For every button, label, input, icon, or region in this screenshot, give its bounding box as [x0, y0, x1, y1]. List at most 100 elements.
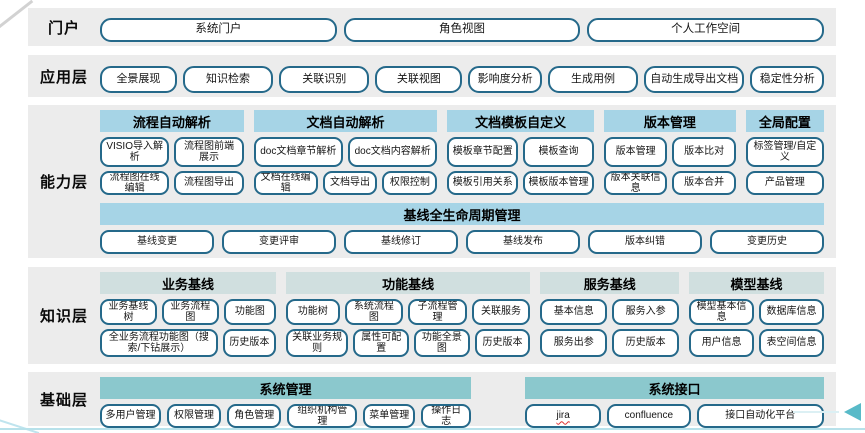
node-baseline-release[interactable]: 基线发布 [466, 230, 580, 254]
node-basic-info[interactable]: 基本信息 [540, 299, 608, 325]
node-business-flowchart[interactable]: 业务流程图 [161, 299, 219, 325]
node-relation-view[interactable]: 关联视图 [375, 66, 463, 93]
node-version-merge[interactable]: 版本合并 [672, 171, 736, 195]
node-version-relation-info[interactable]: 版本关联信息 [603, 171, 668, 195]
node-menu-mgmt[interactable]: 菜单管理 [363, 404, 416, 428]
node-row: 版本管理 版本比对 [603, 137, 736, 167]
node-subprocess-mgmt[interactable]: 子流程管理 [408, 299, 467, 325]
node-generate-usecase[interactable]: 生成用例 [547, 66, 639, 93]
node-version-mgmt[interactable]: 版本管理 [603, 137, 668, 167]
node-visio-import[interactable]: VISIO导入解析 [100, 137, 170, 167]
node-role-view[interactable]: 角色视图 [343, 18, 581, 42]
node-flowchart-export[interactable]: 流程图导出 [174, 171, 244, 195]
node-stability-analysis[interactable]: 稳定性分析 [750, 66, 824, 93]
node-row: 多用户管理 权限管理 角色管理 组织机构管理 菜单管理 操作日志 [100, 404, 472, 428]
node-template-reference[interactable]: 模板引用关系 [447, 171, 519, 195]
layer-label-capability: 能力层 [39, 174, 88, 191]
group-process-parsing: 流程自动解析 VISIO导入解析 流程图前端展示 流程图在线编辑 流程图导出 [100, 110, 244, 195]
node-relation-identify[interactable]: 关联识别 [279, 66, 370, 93]
group-header-function-baseline: 功能基线 [285, 272, 531, 294]
node-template-query[interactable]: 模板查询 [523, 137, 594, 167]
node-multiuser-mgmt[interactable]: 多用户管理 [100, 404, 161, 428]
node-version-correction[interactable]: 版本纠错 [588, 230, 702, 254]
node-operation-log[interactable]: 操作日志 [421, 404, 472, 428]
node-permission-mgmt[interactable]: 权限管理 [166, 404, 222, 428]
node-related-service[interactable]: 关联服务 [471, 299, 531, 325]
group-doc-parsing: 文档自动解析 doc文档章节解析 doc文档内容解析 文档在线编辑 文档导出 权… [253, 110, 438, 195]
node-panorama[interactable]: 全景展现 [100, 66, 177, 93]
node-tag-mgmt-custom[interactable]: 标签管理/自定义 [745, 137, 825, 167]
node-history-version[interactable]: 历史版本 [612, 329, 680, 357]
group-function-baseline: 功能基线 功能树 系统流程图 子流程管理 关联服务 关联业务规则 属性可配置 功… [285, 272, 531, 357]
layer-capability: 能力层 流程自动解析 VISIO导入解析 流程图前端展示 流程图在线编辑 流程图… [28, 105, 836, 258]
node-impact-analysis[interactable]: 影响度分析 [468, 66, 542, 93]
node-function-panorama[interactable]: 功能全景图 [414, 329, 470, 357]
group-version-mgmt: 版本管理 版本管理 版本比对 版本关联信息 版本合并 [603, 110, 736, 195]
node-row: 标签管理/自定义 [745, 137, 825, 167]
group-template-custom: 文档模板自定义 模板章节配置 模板查询 模板引用关系 模板版本管理 [447, 110, 594, 195]
node-row: 业务基线树 业务流程图 功能图 [100, 299, 276, 325]
layer-portal: 门户 系统门户 角色视图 个人工作空间 [28, 8, 836, 46]
node-system-flowchart[interactable]: 系统流程图 [344, 299, 404, 325]
group-business-baseline: 业务基线 业务基线树 业务流程图 功能图 全业务流程功能图（搜索/下钻展示） 历… [100, 272, 276, 357]
foundation-columns: 系统管理 多用户管理 权限管理 角色管理 组织机构管理 菜单管理 操作日志 系统… [100, 377, 824, 428]
node-function-diagram[interactable]: 功能图 [223, 299, 276, 325]
node-service-output-params[interactable]: 服务出参 [540, 329, 608, 357]
node-full-business-function-map[interactable]: 全业务流程功能图（搜索/下钻展示） [100, 329, 218, 357]
node-auto-export-doc[interactable]: 自动生成导出文档 [644, 66, 745, 93]
node-row: 产品管理 [745, 171, 825, 195]
node-version-compare[interactable]: 版本比对 [672, 137, 736, 167]
node-function-tree[interactable]: 功能树 [285, 299, 340, 325]
left-arrowhead-icon [844, 403, 861, 421]
node-flowchart-online-edit[interactable]: 流程图在线编辑 [100, 171, 170, 195]
capability-columns: 流程自动解析 VISIO导入解析 流程图前端展示 流程图在线编辑 流程图导出 文… [100, 110, 825, 195]
node-attr-configurable[interactable]: 属性可配置 [353, 329, 410, 357]
node-permission-control[interactable]: 权限控制 [382, 171, 438, 195]
node-system-portal[interactable]: 系统门户 [100, 18, 337, 42]
node-baseline-change[interactable]: 基线变更 [100, 230, 214, 254]
node-doc-export[interactable]: 文档导出 [322, 171, 378, 195]
group-header-version-mgmt: 版本管理 [603, 110, 736, 132]
node-template-chapter-config[interactable]: 模板章节配置 [447, 137, 519, 167]
node-related-business-rule[interactable]: 关联业务规则 [285, 329, 349, 357]
node-interface-automation-platform[interactable]: 接口自动化平台 [696, 404, 824, 428]
node-business-baseline-tree[interactable]: 业务基线树 [100, 299, 157, 325]
node-doc-content-parse[interactable]: doc文档内容解析 [348, 137, 438, 167]
node-tablespace-info[interactable]: 表空间信息 [759, 329, 824, 357]
node-template-version-mgmt[interactable]: 模板版本管理 [523, 171, 594, 195]
node-history-version[interactable]: 历史版本 [222, 329, 276, 357]
node-jira[interactable]: jira [525, 404, 602, 428]
node-row: jira confluence 接口自动化平台 [525, 404, 824, 428]
node-row: 用户信息 表空间信息 [689, 329, 824, 357]
node-product-mgmt[interactable]: 产品管理 [745, 171, 825, 195]
node-baseline-revise[interactable]: 基线修订 [344, 230, 458, 254]
application-content: 全景展现 知识检索 关联识别 关联视图 影响度分析 生成用例 自动生成导出文档 … [100, 55, 836, 97]
node-org-mgmt[interactable]: 组织机构管理 [287, 404, 358, 428]
node-service-input-params[interactable]: 服务入参 [612, 299, 680, 325]
layer-label-foundation: 基础层 [39, 391, 88, 409]
node-change-review[interactable]: 变更评审 [222, 230, 336, 254]
jira-label: jira [556, 410, 570, 422]
node-doc-chapter-parse[interactable]: doc文档章节解析 [253, 137, 343, 167]
node-knowledge-search[interactable]: 知识检索 [182, 66, 274, 93]
node-confluence[interactable]: confluence [607, 404, 691, 428]
node-database-info[interactable]: 数据库信息 [759, 299, 824, 325]
node-change-history[interactable]: 变更历史 [710, 230, 824, 254]
node-personal-workspace[interactable]: 个人工作空间 [587, 18, 825, 42]
node-doc-online-edit[interactable]: 文档在线编辑 [253, 171, 318, 195]
node-model-basic-info[interactable]: 模型基本信息 [689, 299, 755, 325]
node-role-mgmt[interactable]: 角色管理 [227, 404, 282, 428]
node-row: 文档在线编辑 文档导出 权限控制 [253, 171, 438, 195]
layer-label-knowledge: 知识层 [39, 308, 88, 325]
node-flowchart-frontend[interactable]: 流程图前端展示 [174, 137, 244, 167]
layer-label-portal: 门户 [47, 19, 80, 37]
group-system-interface: 系统接口 jira confluence 接口自动化平台 [525, 377, 824, 428]
bottom-right-line-decoration [793, 411, 839, 413]
node-user-info[interactable]: 用户信息 [689, 329, 755, 357]
node-row: 关联业务规则 属性可配置 功能全景图 历史版本 [285, 329, 531, 357]
bottom-line-decoration [0, 428, 865, 430]
portal-node-row: 系统门户 角色视图 个人工作空间 [100, 18, 825, 42]
capability-content: 流程自动解析 VISIO导入解析 流程图前端展示 流程图在线编辑 流程图导出 文… [100, 105, 836, 258]
node-history-version[interactable]: 历史版本 [474, 329, 531, 357]
